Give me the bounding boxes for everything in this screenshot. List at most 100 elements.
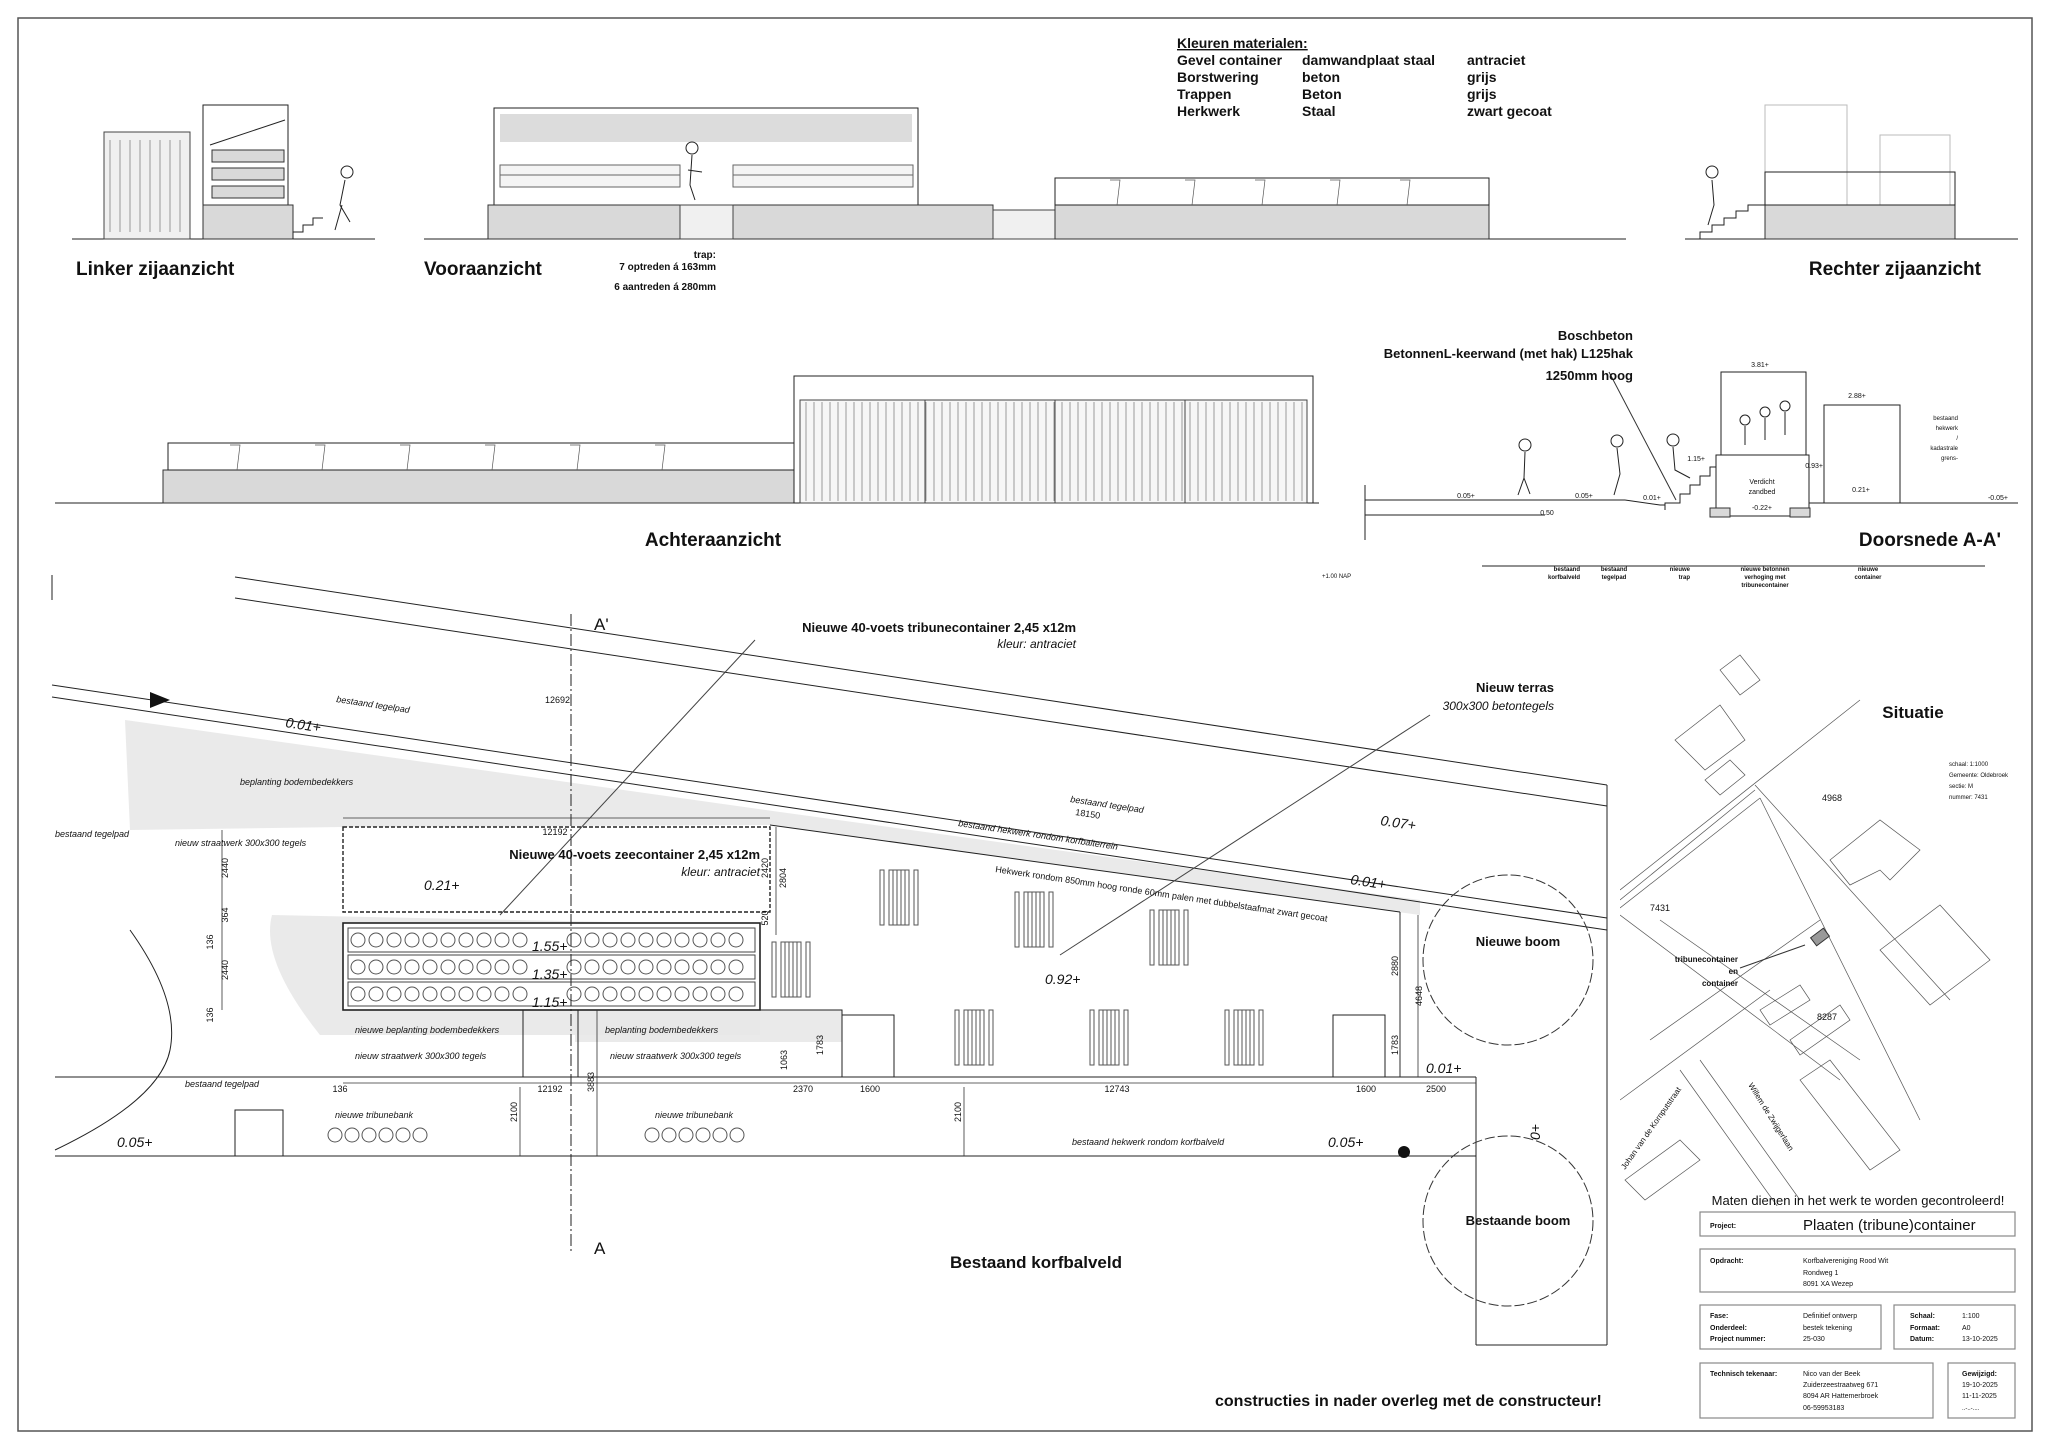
seat [422,932,438,948]
scale-label: Schaal: [1910,1313,1935,1320]
section-zone: nieuwe [1670,567,1691,573]
section-zone: nieuwe betonnen [1740,567,1789,573]
front-elevation-title: Vooraanzicht [424,259,543,280]
street-name: Willem de Zwijgerlaan [1746,1081,1795,1152]
dim: 4648 [1414,986,1424,1006]
project-name: Plaaten (tribune)container [1803,1217,1976,1234]
seat [566,986,582,1002]
dim: 2500 [1426,1084,1446,1094]
changed-label: Gewijzigd: [1962,1371,1997,1378]
seat [404,932,420,948]
section-wall-note-2: BetonnenL-keerwand (met hak) L125hak [1384,346,1634,361]
bench-seat [729,1127,745,1143]
seat [620,932,636,948]
seat [692,932,708,948]
project-number-label: Project nummer: [1710,1336,1766,1343]
situatie-info: sectie: M [1949,784,1973,790]
dim: 12192 [537,1084,562,1094]
section-wall-note-3: 1250mm hoog [1546,368,1633,383]
section-zone: nieuwe [1858,567,1879,573]
dim: 364 [220,907,230,922]
seat [440,959,456,975]
seat [512,932,528,948]
dim: 3883 [586,1072,596,1092]
section-level: 0.50 [1540,510,1554,517]
section-zone: verhoging met [1744,575,1785,581]
section-fence-note: kadastrale [1930,446,1958,452]
sea-container-color: kleur: antraciet [681,865,760,879]
label-planting: beplanting bodembedekkers [240,777,354,787]
picnic-table [879,869,919,926]
right-elevation-title: Rechter zijaanzicht [1809,259,1982,280]
level-field: 0.05+ [1328,1134,1363,1150]
situatie-title: Situatie [1882,703,1943,722]
seat [494,959,510,975]
dim: 12192 [542,827,567,837]
parcel-number: 7431 [1650,903,1670,913]
sheet-border [17,17,2033,1432]
dim: 1783 [815,1035,825,1055]
section-zone: bestaand [1554,567,1581,573]
footer-note: constructies in nader overleg met de con… [1215,1393,1602,1410]
section-zone: container [1854,575,1882,581]
section-fence-note: bestaand [1933,416,1958,422]
picnic-table [954,1009,994,1066]
seat [728,959,744,975]
label-existing-path: bestaand tegelpad [55,829,130,839]
sea-container [342,826,771,913]
material-row-material: damwandplaat staal [1302,52,1435,68]
date-value: 13-10-2025 [1962,1336,1998,1343]
level-field: 0.05+ [117,1134,152,1150]
bench-seat [412,1127,428,1143]
level-container: 0.21+ [424,877,459,893]
material-row-color: grijs [1467,69,1497,85]
tribune-row [347,981,756,1007]
bench-seat [644,1127,660,1143]
level-row-1: 1.55+ [532,938,567,954]
dim: 520 [760,910,770,925]
seat [350,986,366,1002]
existing-tree [1422,1135,1594,1307]
section-zone: tegelpad [1602,575,1627,581]
bench-seat [361,1127,377,1143]
label-new-bench: nieuwe tribunebank [335,1110,414,1120]
seat [584,959,600,975]
situation-map [1620,654,1991,1206]
level-corner: 0.01+ [1426,1060,1461,1076]
material-row-material: Beton [1302,86,1342,102]
phase-label: Fase: [1710,1313,1728,1320]
drafter-line: 8094 AR Hattemerbroek [1803,1393,1879,1400]
level-zero: 0+ [1527,1124,1543,1140]
client-label: Opdracht: [1710,1258,1743,1265]
sea-container-note: Nieuwe 40-voets zeecontainer 2,45 x12m [509,847,760,862]
picnic-table [1224,1009,1264,1066]
level-row-3: 1.15+ [532,994,567,1010]
label-existing-path: bestaand tegelpad [185,1079,260,1089]
material-row-element: Trappen [1177,86,1231,102]
section-level: -0.22+ [1752,505,1772,512]
client-line: Korfbalvereniging Rood Wit [1803,1258,1888,1265]
dim: 2370 [793,1084,813,1094]
seat [710,932,726,948]
rear-elevation-title: Achteraanzicht [645,530,782,551]
street-name: Johan van de Kornputstraat [1619,1085,1683,1171]
seat [602,932,618,948]
picnic-table [1149,909,1189,966]
site-plan [51,575,1608,1346]
seat [566,959,582,975]
title-block-warning: Maten dienen in het werk te worden gecon… [1712,1193,2005,1208]
picnic-table [1014,891,1054,948]
section-sand-note: zandbed [1749,489,1776,496]
material-row-color: zwart gecoat [1467,103,1552,119]
dim: 136 [205,1007,215,1022]
level-terrace: 0.92+ [1045,971,1080,987]
bench-seat [395,1127,411,1143]
dim: 136 [205,934,215,949]
section-mark-a: A [594,1239,606,1258]
project-number-value: 25-030 [1803,1336,1825,1343]
bench-seat [678,1127,694,1143]
section-mark-a-prime: A' [594,615,609,634]
material-row-material: Staal [1302,103,1335,119]
picnic-table [1089,1009,1129,1066]
section-level: 2.88+ [1848,393,1866,400]
